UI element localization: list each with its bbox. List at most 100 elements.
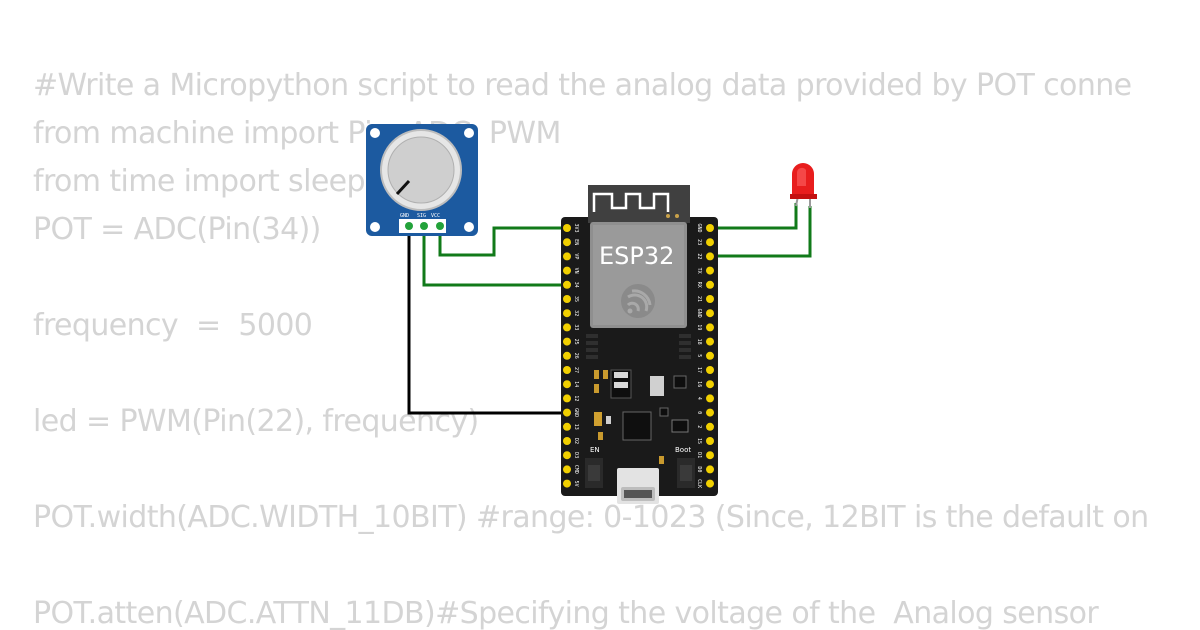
left-pin-d2[interactable] <box>563 437 571 445</box>
wire-pot-vcc-to-3v3[interactable] <box>438 226 567 257</box>
mount-hole-tr <box>464 128 474 138</box>
right-pin-label: 15 <box>696 438 702 444</box>
antenna-trace <box>592 192 670 212</box>
board-components <box>594 369 689 464</box>
esp32-board[interactable]: ESP32 <box>561 185 718 504</box>
pot-pin-sig[interactable] <box>420 222 428 230</box>
left-pin-d3[interactable] <box>563 451 571 460</box>
red-led[interactable] <box>790 163 817 208</box>
left-pin-26[interactable] <box>563 351 571 360</box>
right-pin-label: 17 <box>696 367 702 373</box>
led-base <box>790 194 817 199</box>
potentiometer-module[interactable]: GND SIG VCC <box>366 124 478 236</box>
right-pin-label: 22 <box>696 253 702 259</box>
left-pin-33[interactable] <box>563 323 571 332</box>
pot-pin-label-vcc: VCC <box>431 213 440 219</box>
left-pin-3v3[interactable] <box>563 224 571 232</box>
wire-pot-sig-to-34[interactable] <box>422 226 567 287</box>
right-pin-23[interactable] <box>706 238 714 247</box>
left-pin-header <box>563 224 571 488</box>
right-pin-label: 16 <box>696 381 702 387</box>
mount-hole-br <box>464 222 474 232</box>
right-pin-label: RX <box>696 282 702 288</box>
wires <box>407 203 812 415</box>
left-pin-32[interactable] <box>563 309 571 318</box>
left-pin-label: GND <box>573 408 579 417</box>
right-pin-19[interactable] <box>706 323 714 332</box>
right-pin-5[interactable] <box>706 351 714 360</box>
left-pin-27[interactable] <box>563 366 571 374</box>
right-pin-label: CLK <box>696 479 702 488</box>
right-pin-gnd[interactable] <box>706 309 714 318</box>
wire-led-cathode-to-gnd[interactable] <box>710 206 812 258</box>
right-pin-0[interactable] <box>706 408 714 417</box>
module-pads <box>586 334 691 359</box>
led-highlight <box>797 167 806 186</box>
en-button[interactable] <box>585 458 603 488</box>
left-pin-35[interactable] <box>563 295 571 303</box>
left-pin-label: 5V <box>573 481 579 487</box>
left-pin-vp[interactable] <box>563 252 571 261</box>
left-pin-en[interactable] <box>563 238 571 247</box>
right-pin-17[interactable] <box>706 366 714 374</box>
right-pin-22[interactable] <box>706 252 714 261</box>
left-pin-label: 25 <box>573 339 579 345</box>
left-pin-25[interactable] <box>563 337 571 346</box>
left-pin-gnd[interactable] <box>563 408 571 417</box>
left-pin-label: 35 <box>573 296 579 302</box>
right-pin-label: 0 <box>696 411 702 414</box>
left-pin-label: 13 <box>573 424 579 430</box>
right-pin-clk[interactable] <box>706 479 714 488</box>
right-pin-16[interactable] <box>706 380 714 389</box>
wire-led-anode-to-22[interactable] <box>710 203 798 230</box>
left-pin-cmd[interactable] <box>563 465 571 474</box>
right-pin-d1[interactable] <box>706 451 714 460</box>
right-pin-gnd[interactable] <box>706 224 714 232</box>
left-pin-label: 14 <box>573 381 579 387</box>
left-pin-labels: 3V3ENVPVN343532332526271412GND13D2D3CMD5… <box>573 223 579 486</box>
right-pin-4[interactable] <box>706 394 714 403</box>
left-pin-34[interactable] <box>563 280 571 289</box>
espressif-logo-icon <box>621 284 655 318</box>
right-pin-label: GND <box>696 309 702 318</box>
left-pin-label: 27 <box>573 367 579 373</box>
left-pin-vn[interactable] <box>563 266 571 275</box>
right-pin-2[interactable] <box>706 422 714 431</box>
code-line-10: POT.width(ADC.WIDTH_10BIT) #range: 0-102… <box>33 500 1149 535</box>
left-pin-label: VN <box>573 268 579 274</box>
left-pin-label: 34 <box>573 282 579 288</box>
right-pin-15[interactable] <box>706 437 714 445</box>
left-pin-label: D2 <box>573 438 579 444</box>
right-pin-label: 4 <box>696 397 702 400</box>
left-pin-label: 12 <box>573 395 579 401</box>
antenna-dot <box>666 214 670 218</box>
right-pin-header <box>706 224 714 488</box>
right-pin-21[interactable] <box>706 295 714 303</box>
right-pin-label: TX <box>696 268 702 274</box>
code-line-6: frequency = 5000 <box>33 308 313 343</box>
code-line-1: #Write a Micropython script to read the … <box>33 68 1132 103</box>
left-pin-13[interactable] <box>563 422 571 431</box>
usb-port[interactable] <box>617 468 659 504</box>
boot-button-label: Boot <box>675 446 691 454</box>
pot-pin-gnd[interactable] <box>405 222 413 230</box>
wire-pot-gnd-to-gnd[interactable] <box>407 226 567 415</box>
right-pin-label: 2 <box>696 425 702 428</box>
left-pin-5v[interactable] <box>563 479 571 488</box>
code-line-4: POT = ADC(Pin(34)) <box>33 212 321 247</box>
pot-pin-vcc[interactable] <box>436 222 444 230</box>
right-pin-rx[interactable] <box>706 280 714 289</box>
code-line-3: from time import sleep <box>33 164 366 199</box>
code-line-12: POT.atten(ADC.ATTN_11DB)#Specifying the … <box>33 596 1099 630</box>
right-pin-d0[interactable] <box>706 465 714 474</box>
antenna-dot-2 <box>675 214 679 218</box>
left-pin-12[interactable] <box>563 394 571 403</box>
right-pin-18[interactable] <box>706 337 714 346</box>
left-pin-14[interactable] <box>563 380 571 389</box>
right-pin-tx[interactable] <box>706 266 714 275</box>
boot-button[interactable] <box>677 458 695 488</box>
left-pin-label: VP <box>573 253 579 259</box>
left-pin-label: D3 <box>573 452 579 458</box>
